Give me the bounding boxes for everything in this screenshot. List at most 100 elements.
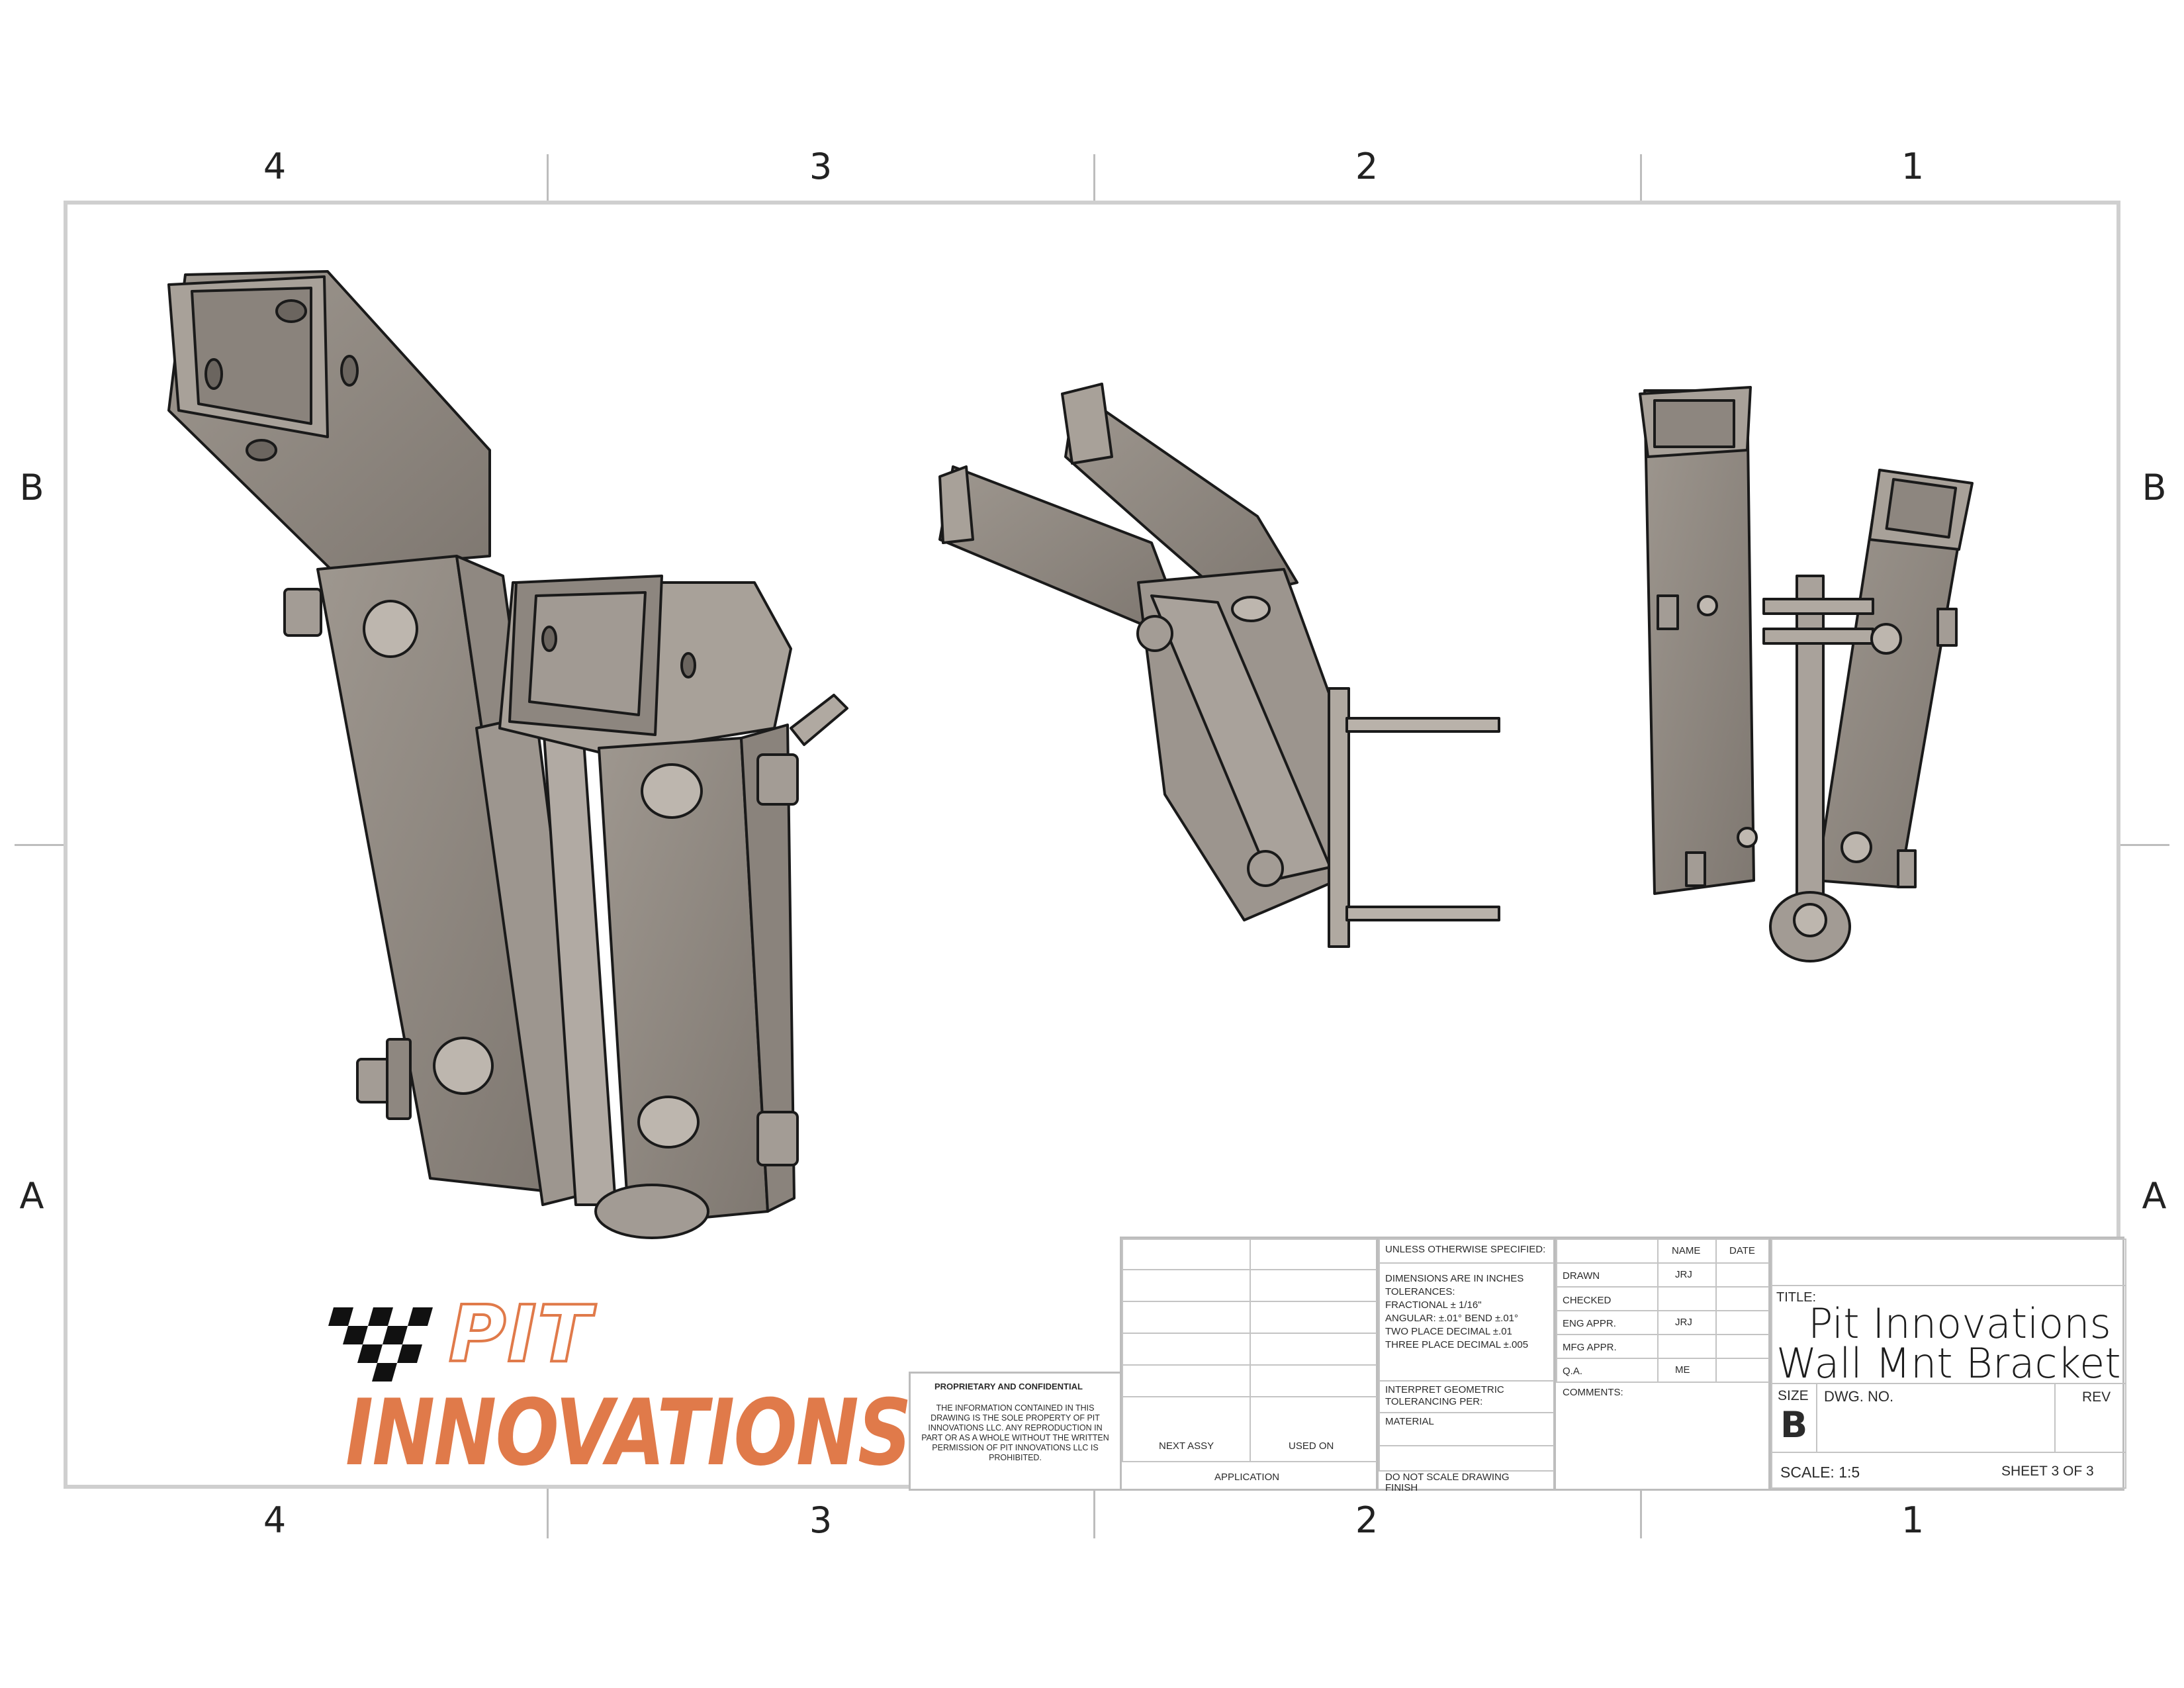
proprietary-heading: PROPRIETARY AND CONFIDENTIAL xyxy=(934,1382,1083,1391)
interpret-line: TOLERANCING PER: xyxy=(1385,1396,1483,1407)
approval-label: Q.A. xyxy=(1563,1366,1583,1377)
zone-tick xyxy=(1093,154,1095,201)
view-isometric xyxy=(167,270,848,1239)
upper-tube-opening xyxy=(191,287,312,425)
approval-label: MFG APPR. xyxy=(1563,1342,1617,1353)
bolt xyxy=(1936,608,1958,647)
zone-bottom-3: 3 xyxy=(809,1499,833,1541)
unless-specified: UNLESS OTHERWISE SPECIFIED: xyxy=(1385,1244,1546,1255)
tol-line: THREE PLACE DECIMAL ±.005 xyxy=(1385,1339,1529,1350)
bolt xyxy=(1897,849,1917,888)
hole xyxy=(1737,827,1758,848)
bolt xyxy=(756,1111,799,1166)
right-opening xyxy=(1885,478,1958,539)
approval-label: ENG APPR. xyxy=(1563,1318,1616,1329)
tol-line: TWO PLACE DECIMAL ±.01 xyxy=(1385,1326,1512,1337)
bolt xyxy=(1657,594,1679,630)
stud xyxy=(1345,717,1500,733)
view-front xyxy=(1639,386,1974,962)
lower-arm-end xyxy=(938,465,974,544)
head-inner xyxy=(528,591,647,716)
checkered-flag-icon xyxy=(328,1307,433,1382)
approval-label: CHECKED xyxy=(1563,1295,1612,1306)
zone-tick xyxy=(15,844,64,846)
zone-tick xyxy=(1640,1489,1642,1538)
hole xyxy=(275,299,307,323)
hole xyxy=(680,652,696,679)
tol-line: DIMENSIONS ARE IN INCHES xyxy=(1385,1273,1524,1284)
bolt xyxy=(356,1058,392,1103)
cross-pin xyxy=(1762,598,1874,615)
zone-left-a: A xyxy=(19,1175,44,1217)
comments-label: COMMENTS: xyxy=(1563,1387,1623,1398)
zone-tick xyxy=(2120,844,2169,846)
view-side xyxy=(938,383,1500,948)
zone-tick xyxy=(1093,1489,1095,1538)
approval-name: JRJ xyxy=(1675,1317,1692,1328)
tol-line: ANGULAR: ±.01° BEND ±.01° xyxy=(1385,1313,1519,1324)
pivot xyxy=(1136,615,1173,652)
interpret-line: INTERPRET GEOMETRIC xyxy=(1385,1384,1504,1395)
stud xyxy=(1345,906,1500,921)
dwg-no-label: DWG. NO. xyxy=(1824,1388,1894,1405)
zone-left-b: B xyxy=(19,467,44,508)
zone-tick xyxy=(547,1489,549,1538)
pivot xyxy=(1247,850,1284,887)
hub-center xyxy=(1793,903,1827,937)
hole xyxy=(1697,595,1718,616)
application-label: APPLICATION xyxy=(1214,1472,1280,1483)
used-on-label: USED ON xyxy=(1289,1440,1334,1452)
approval-name: JRJ xyxy=(1675,1269,1692,1280)
hole xyxy=(246,439,277,461)
zone-top-4: 4 xyxy=(263,146,287,187)
bolt xyxy=(756,753,799,806)
next-assy-label: NEXT ASSY xyxy=(1159,1440,1214,1452)
zone-bottom-1: 1 xyxy=(1901,1499,1925,1541)
hole xyxy=(637,1096,700,1149)
hole xyxy=(1841,831,1872,863)
name-header: NAME xyxy=(1672,1245,1701,1256)
drawing-title-line1: Pit Innovations xyxy=(1808,1299,2111,1348)
zone-tick xyxy=(1640,154,1642,201)
zone-bottom-4: 4 xyxy=(263,1499,287,1541)
title-block: TITLE: Pit Innovations Wall Mnt Bracket … xyxy=(1769,1237,2126,1491)
assembly-block: NEXT ASSY USED ON APPLICATION xyxy=(1120,1237,1379,1491)
hole xyxy=(340,355,359,387)
proprietary-block: PROPRIETARY AND CONFIDENTIAL THE INFORMA… xyxy=(909,1372,1122,1491)
title-label: TITLE: xyxy=(1776,1290,1817,1305)
cross-pin xyxy=(1762,628,1874,645)
zone-tick xyxy=(547,154,549,201)
hole xyxy=(363,600,418,658)
sheet-label: SHEET 3 OF 3 xyxy=(2001,1464,2094,1479)
hole xyxy=(433,1037,494,1095)
wall-stud xyxy=(790,694,848,746)
slot xyxy=(1231,596,1271,622)
zone-right-a: A xyxy=(2142,1175,2167,1217)
material-label: MATERIAL xyxy=(1385,1416,1434,1427)
left-opening xyxy=(1653,399,1735,448)
zone-top-1: 1 xyxy=(1901,146,1925,187)
tol-line: TOLERANCES: xyxy=(1385,1286,1455,1297)
zone-top-2: 2 xyxy=(1355,146,1379,187)
hole xyxy=(1870,623,1902,655)
hole xyxy=(205,358,223,390)
tol-line: FRACTIONAL ± 1/16" xyxy=(1385,1299,1482,1311)
upper-tube-end xyxy=(1061,383,1113,465)
zone-bottom-2: 2 xyxy=(1355,1499,1379,1541)
tolerance-block: UNLESS OTHERWISE SPECIFIED: DIMENSIONS A… xyxy=(1377,1237,1557,1493)
approvals-block: NAME DATE DRAWN JRJ CHECKED ENG APPR. JR… xyxy=(1554,1237,1772,1491)
do-not-scale: DO NOT SCALE DRAWING xyxy=(1385,1472,1510,1483)
approval-name: ME xyxy=(1675,1364,1690,1376)
finish-label: FINISH xyxy=(1385,1482,1418,1493)
base-disk xyxy=(594,1184,709,1239)
bolt xyxy=(1685,851,1706,887)
bolt xyxy=(386,1038,412,1120)
bolt xyxy=(283,588,322,637)
zone-right-b: B xyxy=(2142,467,2167,508)
size-value: B xyxy=(1780,1404,1808,1446)
logo-innovations: INNOVATIONS xyxy=(345,1380,912,1486)
right-tube-side xyxy=(740,724,796,1213)
approval-label: DRAWN xyxy=(1563,1270,1600,1282)
zone-top-3: 3 xyxy=(809,146,833,187)
